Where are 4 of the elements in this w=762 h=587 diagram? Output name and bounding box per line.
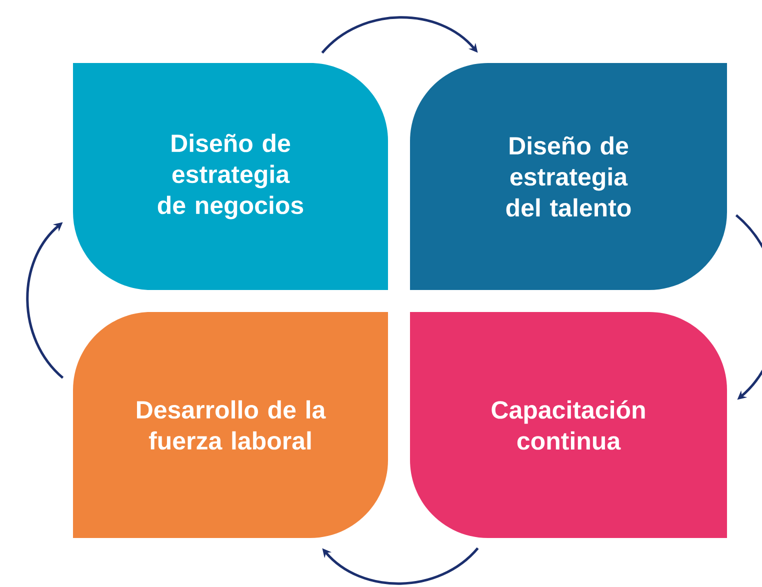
leaf-box: Diseño de estrategia de negocios — [73, 63, 388, 290]
leaf-box: Capacitación continua — [410, 312, 727, 538]
leaf-box: Desarrollo de la fuerza laboral — [73, 312, 388, 538]
leaf-box: Diseño de estrategia del talento — [410, 63, 727, 290]
